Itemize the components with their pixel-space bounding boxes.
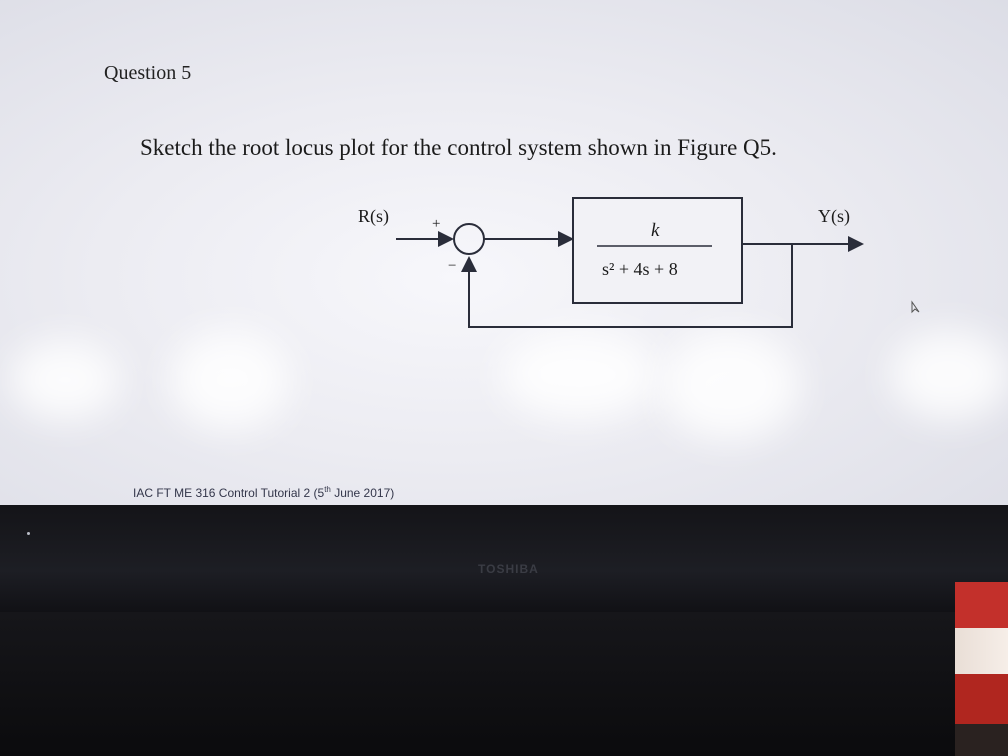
input-label: R(s): [358, 206, 389, 227]
question-label: Question 5: [104, 62, 192, 84]
minus-sign: −: [448, 258, 456, 274]
cigarette-pack: [955, 582, 1008, 756]
screen-glare: [890, 330, 1008, 420]
feedback-path: [461, 244, 793, 328]
screen-glare: [10, 340, 120, 420]
pack-warning-strip: [955, 674, 1008, 724]
plant-block: [572, 197, 743, 304]
screen-glare: [660, 330, 800, 440]
output-label: Y(s): [818, 206, 850, 227]
transfer-function-numerator: k: [651, 220, 660, 241]
footer-suffix: June 2017): [330, 486, 395, 500]
question-prompt: Sketch the root locus plot for the contr…: [140, 135, 777, 160]
plus-sign: +: [432, 216, 440, 232]
monitor-bezel: [0, 505, 1008, 615]
footer-superscript: th: [324, 485, 331, 494]
desk-surface: [0, 612, 1008, 756]
mouse-cursor-icon: [911, 300, 920, 314]
footer-prefix: IAC FT ME 316 Control Tutorial 2 (5: [133, 486, 325, 500]
screen-glare: [170, 330, 290, 430]
transfer-function-denominator: s² + 4s + 8: [602, 259, 678, 279]
monitor-screen: Question 5 Sketch the root locus plot fo…: [0, 0, 1008, 505]
screen-glare: [500, 330, 660, 420]
power-led: [27, 532, 30, 535]
pack-lid: [955, 582, 1008, 628]
monitor-brand-logo: TOSHIBA: [478, 562, 539, 576]
block-diagram: R(s) + − k s² + 4s + 8 Y(s): [358, 197, 920, 328]
summing-junction: [453, 223, 485, 255]
pack-base: [955, 724, 1008, 756]
document-footer: IAC FT ME 316 Control Tutorial 2 (5th Ju…: [133, 485, 394, 500]
